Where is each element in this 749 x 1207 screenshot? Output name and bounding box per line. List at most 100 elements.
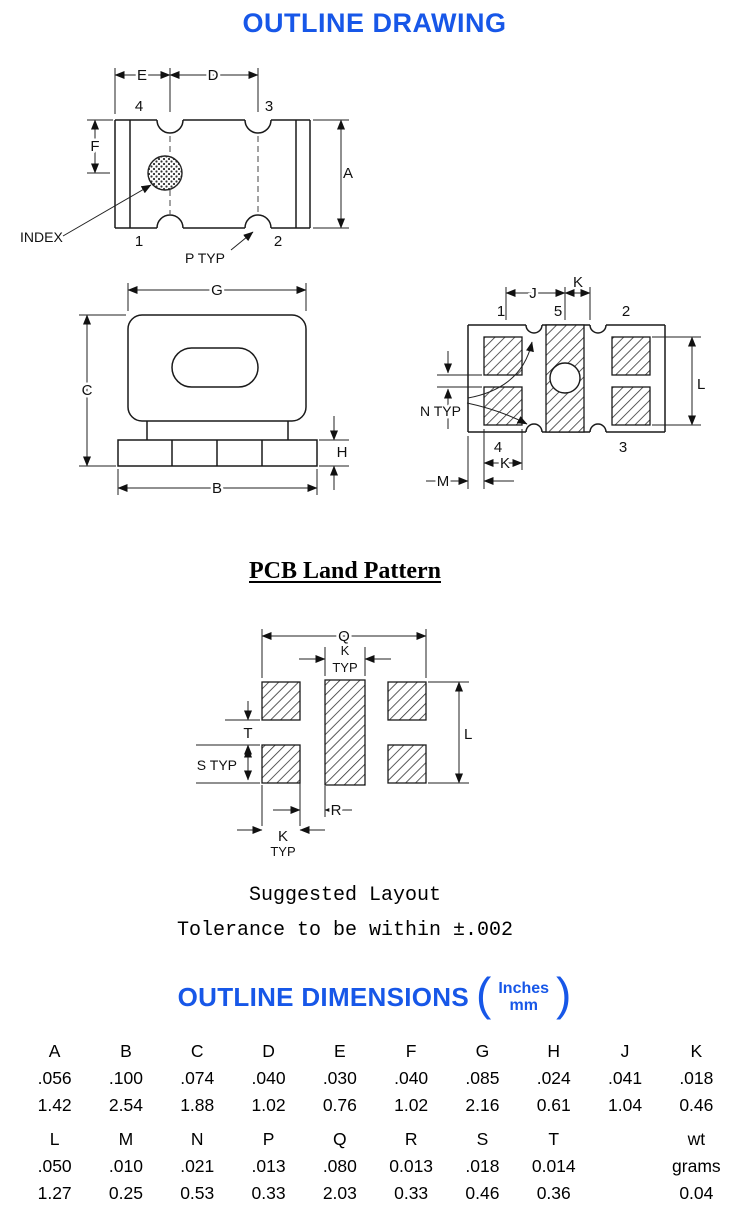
edge-notches (525, 324, 607, 433)
dim-label-s-typ: S TYP (197, 757, 237, 773)
dim-cell: 1.02 (394, 1095, 429, 1115)
table2-inches-row: .050 .010 .021 .013 .080 0.013 .018 0.01… (19, 1153, 732, 1180)
outline-dimensions-title: OUTLINE DIMENSIONS ( Inches mm ) (0, 968, 749, 1020)
units-stack: Inches mm (498, 980, 549, 1014)
pin4-label: 4 (494, 439, 502, 456)
dim-cell: .041 (608, 1068, 643, 1088)
dim-header: L (49, 1129, 60, 1149)
land-pattern-title: PCB Land Pattern (249, 558, 441, 584)
dim-cell: 2.03 (322, 1183, 357, 1203)
dim-header: F (405, 1041, 417, 1061)
land-pads (261, 679, 427, 786)
pin1-label: 1 (135, 233, 143, 250)
pad-3 (611, 386, 651, 426)
dim-cell: 0.53 (180, 1183, 215, 1203)
dim-header: P (262, 1129, 275, 1149)
pin4-label: 4 (135, 98, 143, 115)
dim-label-l: L (697, 376, 705, 393)
dim-cell: .021 (180, 1156, 215, 1176)
dim-header: J (620, 1041, 630, 1061)
top-view-dimensions: E D A F INDEX P TYP 4 3 1 2 (20, 65, 353, 267)
dim-label-g: G (211, 282, 223, 299)
dim-label-d: D (208, 67, 219, 84)
dim-label-j: J (529, 285, 537, 302)
table1-header-row: A B C D E F G H J K (19, 1038, 732, 1065)
dim-header: T (548, 1129, 560, 1149)
dim-header: N (190, 1129, 204, 1149)
dim-cell: .040 (251, 1068, 286, 1088)
dim-header: Q (333, 1129, 347, 1149)
dim-label-t: T (243, 725, 252, 742)
dim-cell: 0.33 (394, 1183, 429, 1203)
dim-header: A (48, 1041, 61, 1061)
dim-cell: 2.16 (465, 1095, 500, 1115)
dim-label-e: E (137, 67, 147, 84)
dim-header: S (476, 1129, 489, 1149)
pin3-label: 3 (619, 439, 627, 456)
dim-cell: .100 (108, 1068, 143, 1088)
dim-label-l: L (464, 726, 472, 743)
pin2-label: 2 (622, 303, 630, 320)
paren-open: ( (476, 968, 492, 1020)
dim-label-h: H (337, 444, 348, 461)
units-inches: Inches (498, 980, 550, 997)
pad-1 (483, 336, 523, 376)
pin5-label: 5 (554, 303, 562, 320)
dim-cell: .018 (465, 1156, 500, 1176)
tolerance-note: Tolerance to be within ±.002 (176, 919, 514, 942)
dim-label-k-typ-top-typ: TYP (332, 660, 357, 675)
dim-cell: .056 (37, 1068, 72, 1088)
terminal-notches (156, 119, 272, 229)
table2-mm-row: 1.27 0.25 0.53 0.33 2.03 0.33 0.46 0.36 … (19, 1180, 732, 1207)
index-dot (147, 155, 183, 191)
p-typ-label: P TYP (185, 250, 225, 266)
dim-label-m: M (437, 473, 450, 490)
dim-label-b: B (212, 480, 222, 497)
dim-header: K (690, 1041, 703, 1061)
core-window (171, 347, 259, 388)
outline-drawing: E D A F INDEX P TYP 4 3 1 2 (20, 65, 706, 500)
dim-cell: .030 (322, 1068, 357, 1088)
dim-label-k-bottom: K (500, 455, 510, 472)
dim-cell-wt-value: 0.04 (679, 1183, 714, 1203)
land-pad-bl (261, 744, 301, 784)
land-pad-center (324, 679, 366, 786)
dim-cell: 0.46 (465, 1183, 500, 1203)
dim-header: R (404, 1129, 418, 1149)
dim-cell: 0.36 (536, 1183, 571, 1203)
dim-label-r: R (331, 802, 342, 819)
dim-cell: .085 (465, 1068, 500, 1088)
dim-cell: 0.76 (322, 1095, 357, 1115)
table2-header-row: L M N P Q R S T wt (19, 1126, 732, 1153)
dimensions-table: A B C D E F G H J K .056 .100 .074 .040 … (19, 1038, 732, 1207)
table1-mm-row: 1.42 2.54 1.88 1.02 0.76 1.02 2.16 0.61 … (19, 1092, 732, 1119)
dim-header: D (262, 1041, 275, 1061)
top-view: E D A F INDEX P TYP 4 3 1 2 (20, 65, 353, 267)
dim-header: G (475, 1041, 490, 1061)
dim-label-q: Q (338, 628, 350, 645)
n-typ-label: N TYP (420, 403, 461, 419)
dim-label-c: C (82, 382, 93, 399)
dim-cell: 1.27 (37, 1183, 72, 1203)
pin2-label: 2 (274, 233, 282, 250)
top-view-body (114, 119, 311, 229)
dim-cell: .050 (37, 1156, 72, 1176)
dim-label-f: F (90, 138, 99, 155)
dim-cell: 1.88 (180, 1095, 215, 1115)
dim-header: H (547, 1041, 561, 1061)
center-hole (549, 362, 581, 394)
dim-label-a: A (343, 165, 353, 182)
dim-cell: .010 (108, 1156, 143, 1176)
pin1-label: 1 (497, 303, 505, 320)
dim-cell: 0.014 (531, 1156, 576, 1176)
front-view-body (117, 314, 318, 467)
dim-cell: .024 (536, 1068, 571, 1088)
front-view: G C B H (79, 280, 349, 500)
centerlines (169, 136, 259, 214)
bottom-view-dimensions: J K N TYP L K M 1 5 2 4 3 (418, 274, 706, 493)
land-pad-tr (387, 681, 427, 721)
land-pattern-dimensions: Q K TYP T S TYP L R K TYP (196, 626, 472, 859)
paren-close: ) (556, 968, 572, 1020)
land-pad-tl (261, 681, 301, 721)
